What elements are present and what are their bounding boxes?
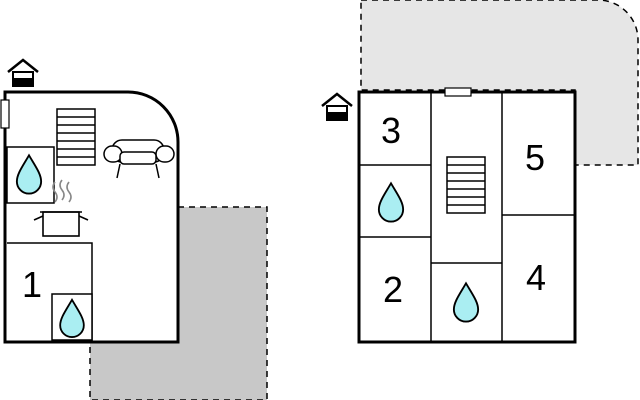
stairs-icon [446, 156, 486, 214]
room-number-3: 3 [381, 110, 401, 151]
terrace-light [360, 0, 639, 166]
room-number-2: 2 [383, 269, 403, 310]
steam-icon [52, 179, 72, 203]
room-number-5: 5 [525, 137, 545, 178]
sofa-icon [103, 139, 175, 179]
cooking-pot-icon [33, 211, 89, 237]
house-entrance-icon [6, 58, 40, 88]
upper-floor: 3 5 2 4 [320, 0, 639, 344]
room-number-1: 1 [22, 264, 42, 305]
ground-floor: 1 [0, 58, 268, 400]
house-entrance-icon [320, 92, 354, 122]
window-icon [0, 99, 10, 129]
interior-walls [359, 92, 575, 342]
window-icon [444, 87, 472, 97]
stairs-icon [56, 108, 96, 166]
room-number-4: 4 [526, 257, 546, 298]
